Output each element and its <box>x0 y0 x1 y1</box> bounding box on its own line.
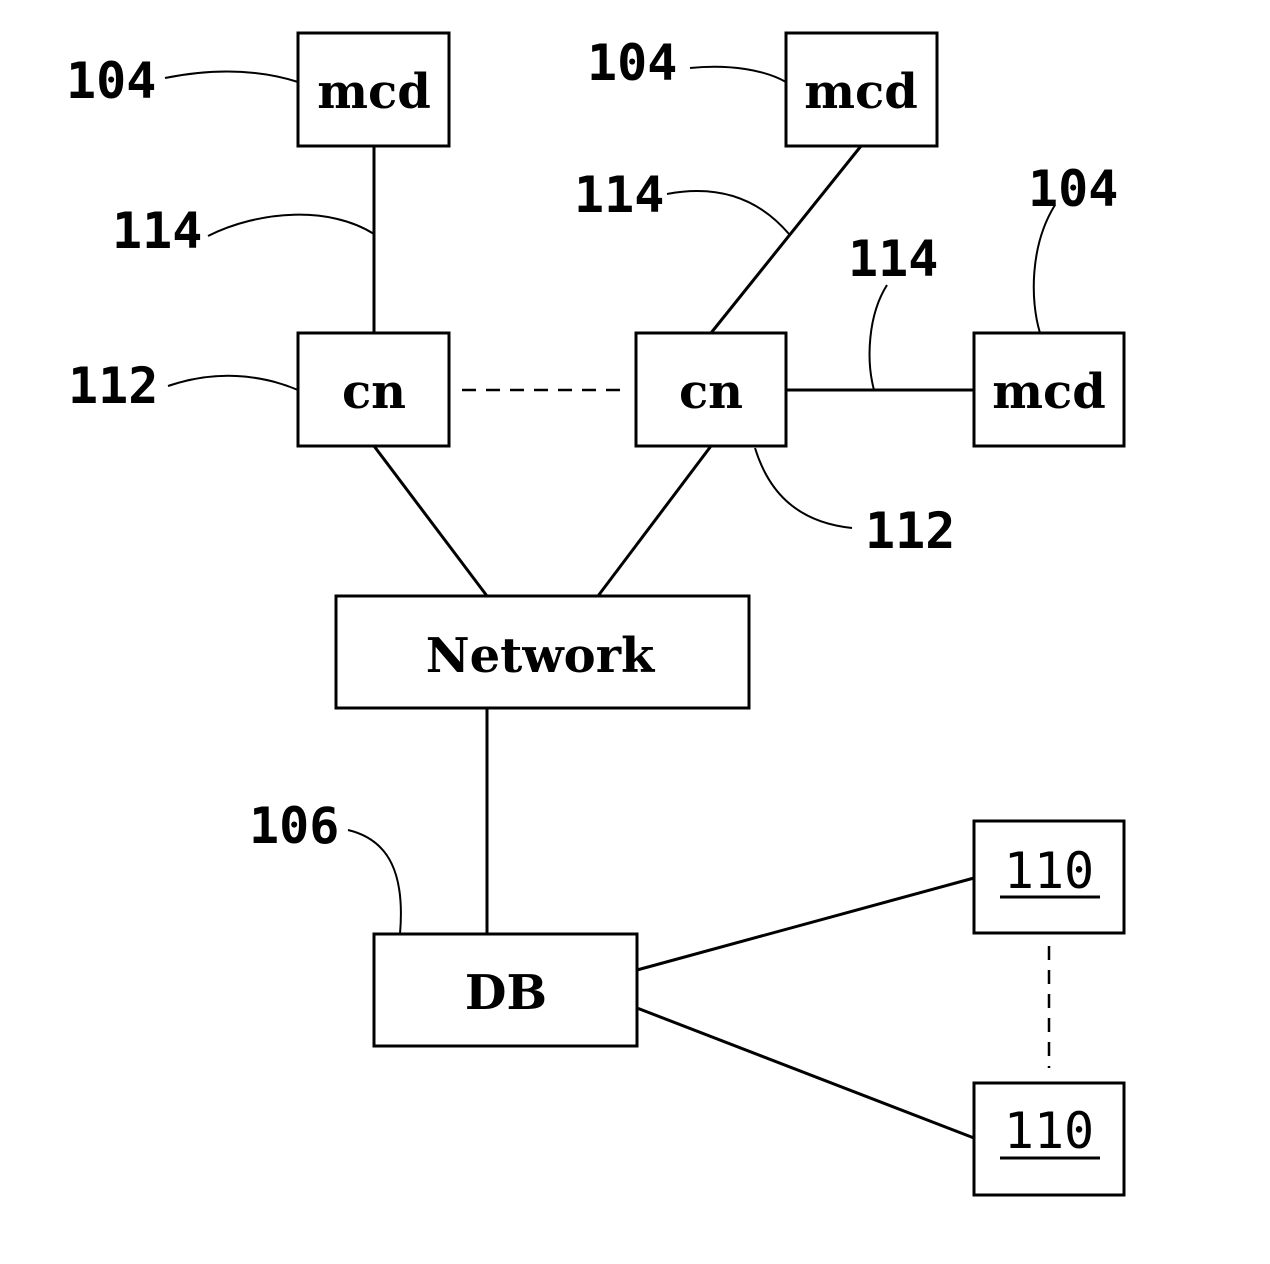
ref-104-top-left: 104 <box>66 52 156 110</box>
leader-104-top-left <box>165 72 298 82</box>
ref-114-right: 114 <box>848 230 938 288</box>
mcd-box-top-right: mcd <box>786 33 937 146</box>
terminal-box-bottom: 110 <box>974 1083 1124 1195</box>
link-db-to-terminal-bottom <box>637 1008 974 1138</box>
leader-104-right <box>1034 205 1055 333</box>
mcd-box-right: mcd <box>974 333 1124 446</box>
link-cn-right-to-network <box>598 446 711 596</box>
cn-label: cn <box>342 364 406 420</box>
db-box: DB <box>374 934 637 1046</box>
link-db-to-terminal-top <box>637 878 974 970</box>
cn-box-left: cn <box>298 333 449 446</box>
leader-114-top-right <box>667 191 789 234</box>
leader-112-left <box>168 376 298 390</box>
mcd-label: mcd <box>317 64 431 120</box>
terminal-box-top: 110 <box>974 821 1124 933</box>
link-cn-left-to-network <box>374 446 487 596</box>
cn-box-right: cn <box>636 333 786 446</box>
ref-112-right: 112 <box>865 502 955 560</box>
leader-104-top-right <box>690 67 786 82</box>
link-mcd-top-right-to-cn-right <box>711 146 861 333</box>
ref-114-top-right: 114 <box>574 166 664 224</box>
db-label: DB <box>465 965 547 1021</box>
ref-104-top-right: 104 <box>587 34 677 92</box>
ref-112-left: 112 <box>68 357 158 415</box>
network-label: Network <box>426 628 656 684</box>
leader-112-right <box>755 448 852 528</box>
ref-104-right: 104 <box>1028 160 1118 218</box>
mcd-label: mcd <box>992 364 1106 420</box>
leader-114-right <box>870 285 887 390</box>
leader-106-db <box>348 830 401 934</box>
terminal-label: 110 <box>1004 842 1094 900</box>
network-box: Network <box>336 596 749 708</box>
leader-114-left <box>208 215 374 236</box>
ref-106-db: 106 <box>249 797 339 855</box>
mcd-label: mcd <box>804 64 918 120</box>
cn-label: cn <box>679 364 743 420</box>
mcd-box-top-left: mcd <box>298 33 449 146</box>
terminal-label: 110 <box>1004 1102 1094 1160</box>
ref-114-left: 114 <box>112 202 202 260</box>
